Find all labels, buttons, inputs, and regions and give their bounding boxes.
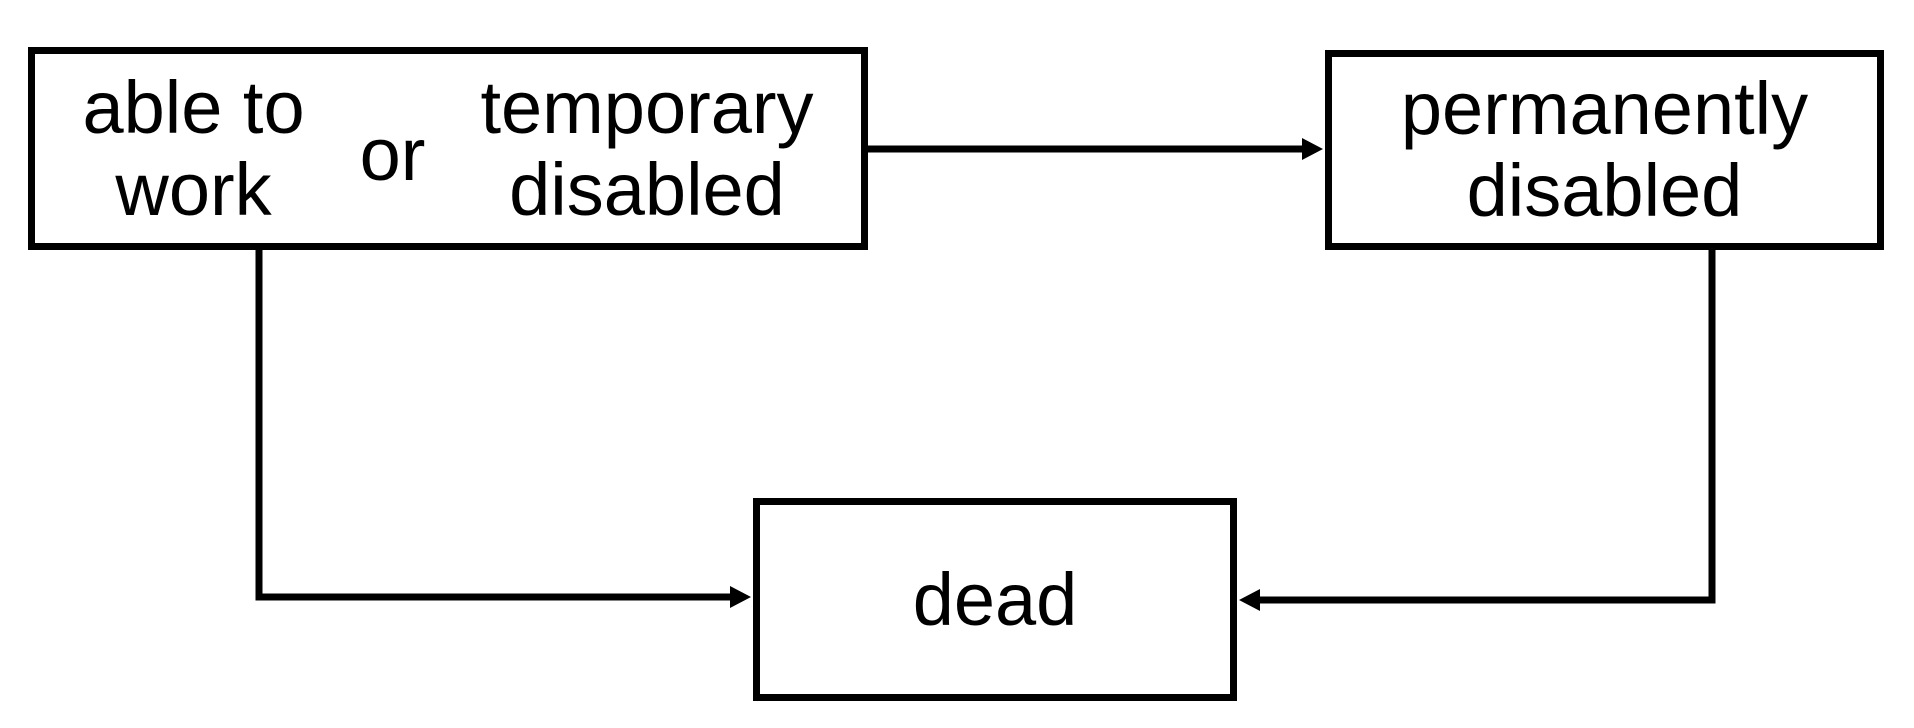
node-permanently-disabled-label: permanently disabled [1400, 67, 1809, 232]
state-option-able-to-work: able to work [82, 65, 305, 231]
state-option-temporary-disabled: temporary disabled [480, 65, 814, 231]
edge-line-permanently-disabled-to-dead [1259, 246, 1716, 604]
edge-start-to-permanently-disabled [862, 138, 1323, 160]
conjunction-or: or [359, 112, 426, 196]
edge-permanently-disabled-to-dead [1239, 246, 1716, 611]
node-dead-label: dead [912, 557, 1078, 641]
arrowhead-to-permanently-disabled-icon [1302, 138, 1323, 160]
node-dead: dead [753, 498, 1237, 701]
arrowhead-to-dead-right-icon [1239, 589, 1260, 611]
node-permanently-disabled: permanently disabled [1325, 50, 1884, 250]
node-able-to-work-or-temporary-disabled: able to work or temporary disabled [28, 47, 868, 250]
edge-line-start-to-dead [255, 246, 731, 601]
edge-start-to-dead [255, 246, 751, 608]
arrowhead-to-dead-left-icon [730, 586, 751, 608]
